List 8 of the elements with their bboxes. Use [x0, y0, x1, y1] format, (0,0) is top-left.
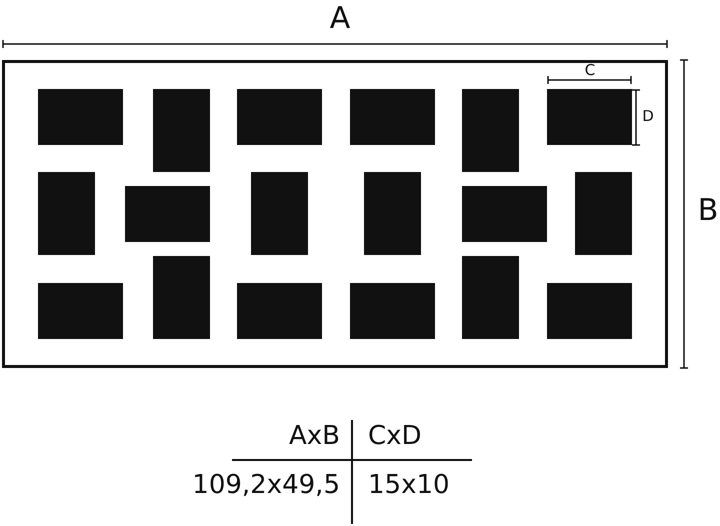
dimension-label: B [698, 196, 718, 226]
table-cell: 15x10 [368, 472, 450, 498]
table-header: AxB [288, 423, 340, 449]
table-header: CxD [368, 423, 422, 449]
dimension-label: C [584, 63, 596, 78]
dimension-label: D [642, 109, 654, 124]
dimension-label: A [330, 4, 350, 34]
table-cell: 109,2x49,5 [192, 472, 340, 498]
